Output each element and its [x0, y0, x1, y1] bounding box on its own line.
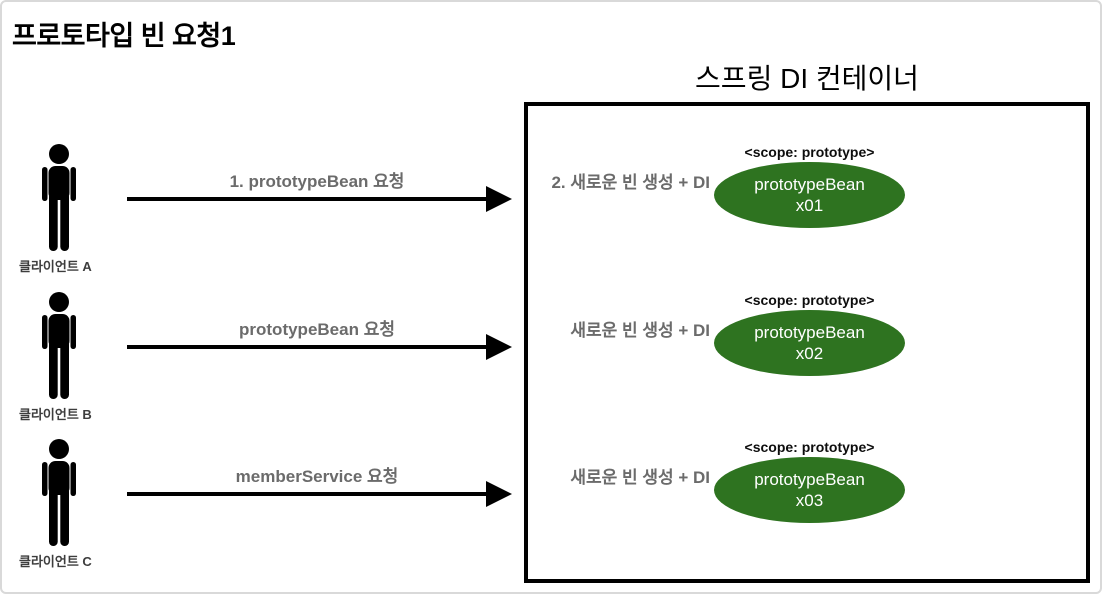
- person-icon: [35, 144, 83, 252]
- request-arrow-head-icon: [486, 334, 512, 360]
- bean-name: prototypeBean: [754, 175, 865, 194]
- bean-instance-id: x02: [795, 344, 824, 363]
- bean-instance-id: x03: [795, 491, 824, 510]
- person-icon: [35, 439, 83, 547]
- person-icon: [35, 292, 83, 400]
- prototype-bean-node: prototypeBean x02: [714, 310, 905, 376]
- scope-label: <scope: prototype>: [744, 439, 875, 455]
- prototype-bean-node: prototypeBean x03: [714, 457, 905, 523]
- di-container-title: 스프링 DI 컨테이너: [695, 63, 919, 94]
- client-label: 클라이언트 A: [19, 259, 92, 274]
- bean-creation-label: 2. 새로운 빈 생성 + DI: [551, 173, 710, 192]
- request-arrow-label: memberService 요청: [235, 467, 399, 486]
- request-arrow-head-icon: [486, 481, 512, 507]
- bean-name: prototypeBean: [754, 470, 865, 489]
- request-arrow-label: prototypeBean 요청: [239, 320, 395, 339]
- scope-label: <scope: prototype>: [744, 144, 875, 160]
- request-arrow: [127, 345, 489, 349]
- request-arrow: [127, 197, 489, 201]
- request-arrow: [127, 492, 489, 496]
- client-label: 클라이언트 C: [19, 554, 92, 569]
- bean-name: prototypeBean: [754, 323, 865, 342]
- scope-label: <scope: prototype>: [744, 292, 875, 308]
- bean-creation-label: 새로운 빈 생성 + DI: [570, 321, 710, 340]
- request-arrow-head-icon: [486, 186, 512, 212]
- page-title: 프로토타입 빈 요청1: [12, 21, 236, 51]
- bean-creation-label: 새로운 빈 생성 + DI: [570, 468, 710, 487]
- prototype-bean-node: prototypeBean x01: [714, 162, 905, 228]
- request-arrow-label: 1. prototypeBean 요청: [229, 172, 405, 191]
- client-label: 클라이언트 B: [19, 407, 92, 422]
- bean-instance-id: x01: [795, 196, 824, 215]
